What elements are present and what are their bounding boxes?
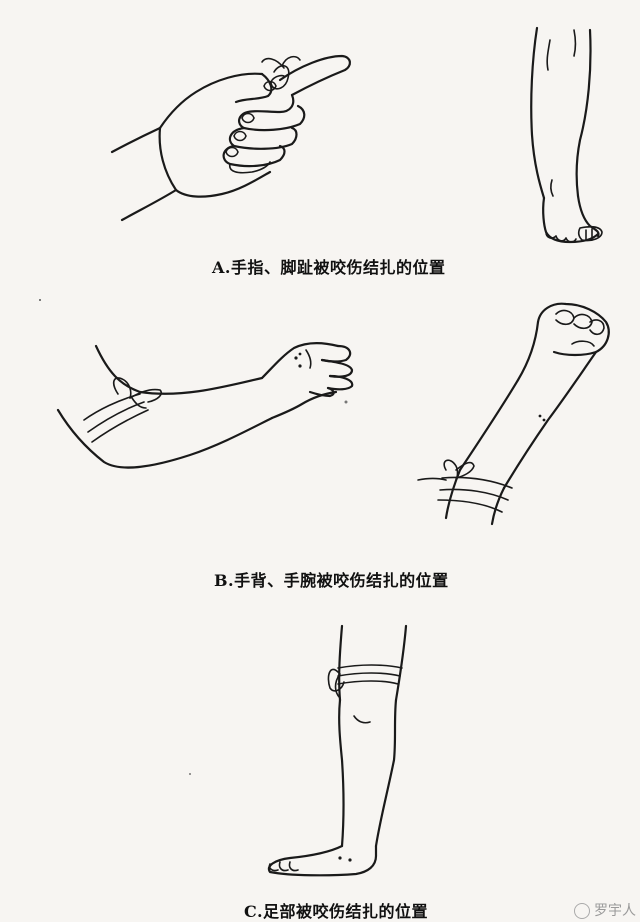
watermark-logo-icon xyxy=(574,903,590,919)
hand-finger-ligature-illustration xyxy=(110,54,351,222)
leg-toe-ligature-illustration xyxy=(530,26,603,244)
leg-foot-ligature-illustration xyxy=(267,624,408,877)
caption-finger-toe: A.手指、脚趾被咬伤结扎的位置 xyxy=(212,258,446,277)
caption-hand-wrist: B.手背、手腕被咬伤结扎的位置 xyxy=(214,571,449,590)
arm-hand-back-ligature-illustration xyxy=(56,342,354,469)
watermark: 罗宇人 xyxy=(574,900,636,920)
watermark-text: 罗宇人 xyxy=(594,903,636,919)
caption-foot: C.足部被咬伤结扎的位置 xyxy=(244,902,429,921)
forearm-wrist-ligature-illustration xyxy=(417,302,610,526)
